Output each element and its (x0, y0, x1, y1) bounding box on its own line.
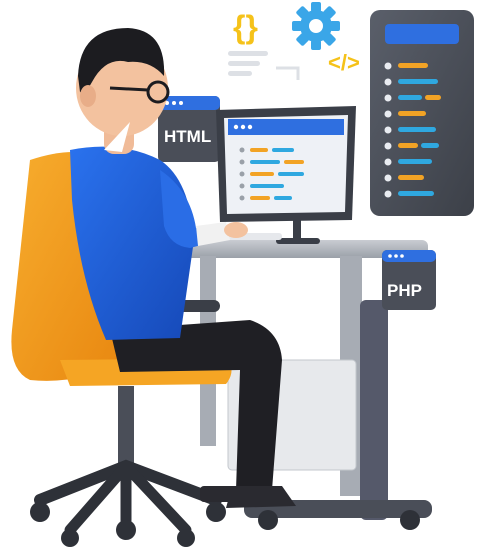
sleeve (196, 222, 230, 246)
gear-icon (292, 2, 340, 50)
code-panel-large (370, 10, 474, 216)
php-label: PHP (387, 281, 422, 300)
svg-text:{}: {} (233, 9, 258, 45)
glasses-icon (109, 80, 170, 104)
curly-braces-icon: {} (233, 9, 258, 45)
shoe (226, 486, 296, 508)
monitor-code-lines (239, 147, 304, 201)
hair (78, 28, 165, 93)
text-lines-decoration (228, 51, 300, 80)
monitor-header-bar (228, 119, 344, 135)
window-dots-icon (233, 124, 253, 130)
html-tag-window: HTML (158, 96, 220, 162)
php-tag-window: PHP (382, 250, 436, 310)
monitor (216, 106, 356, 244)
window-dots-icon (165, 101, 183, 105)
ear (80, 85, 96, 107)
collar (104, 122, 130, 152)
html-label: HTML (164, 127, 211, 146)
code-tag-icon: </> (328, 50, 360, 75)
developer-person (70, 28, 296, 508)
panel-code-lines (384, 62, 441, 198)
hand (224, 222, 248, 238)
svg-text:</>: </> (328, 50, 360, 75)
panel-header-bar (385, 24, 459, 44)
